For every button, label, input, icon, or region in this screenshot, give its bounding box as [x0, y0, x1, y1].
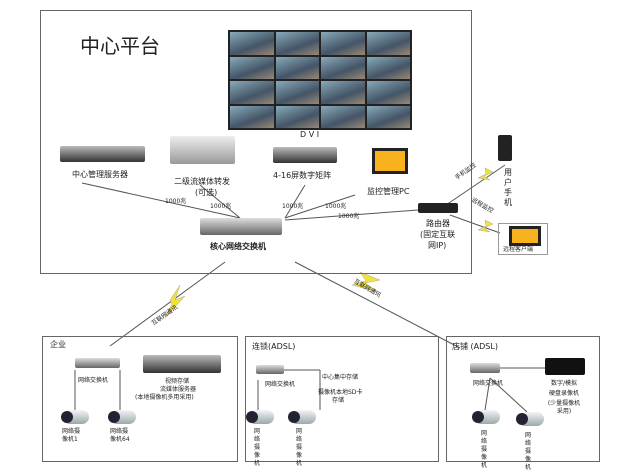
monitor-pc-label: 监控管理PC — [367, 187, 410, 196]
storage-label: 流媒体服务器 — [160, 386, 197, 393]
storage-note: 摄像机本地SD卡 — [318, 389, 363, 396]
camera-label: 网络摄 — [62, 428, 81, 435]
camera-icon — [516, 412, 544, 426]
mgmt-server-icon — [60, 146, 145, 162]
camera-label: 网络摄像机 — [480, 430, 487, 469]
camera-label: 像机64 — [110, 436, 130, 443]
storage-label: 视频存储 — [165, 378, 190, 385]
storage-server-icon — [143, 355, 221, 373]
core-switch-icon — [200, 218, 282, 235]
camera-label: 网络摄 — [110, 428, 129, 435]
switch-label: 网络交换机 — [265, 381, 296, 388]
storage-note: 中心集中存储 — [322, 374, 359, 381]
router-label: 路由器 — [426, 219, 450, 228]
switch-icon — [75, 358, 120, 368]
camera-icon — [472, 410, 500, 424]
link-label: 1000兆 — [165, 198, 187, 205]
switch-icon — [256, 365, 284, 374]
chain-box — [245, 336, 439, 462]
storage-label: (本地摄像机多用采用) — [135, 394, 194, 401]
client-label: 远程客户端 — [503, 246, 534, 253]
camera-icon — [61, 410, 89, 424]
video-wall — [228, 30, 412, 130]
router-sub: 网IP) — [428, 241, 447, 250]
link-label: 1000兆 — [210, 203, 232, 210]
stream-fwd-optional: (可选) — [195, 188, 218, 197]
store-title: 店铺 (ADSL) — [452, 342, 498, 351]
storage-note: 存储 — [332, 397, 345, 404]
core-switch-label: 核心网络交换机 — [210, 242, 266, 251]
matrix-label: 4-16屏数字矩阵 — [273, 171, 332, 180]
enterprise-title: 企业 — [50, 340, 66, 349]
stream-server-icon — [170, 136, 235, 164]
camera-label: 像机1 — [62, 436, 78, 443]
switch-label: 网络交换机 — [473, 380, 504, 387]
stream-fwd-label: 二级流媒体转发 — [174, 177, 230, 186]
dvr-icon — [545, 358, 585, 375]
pc-icon — [372, 148, 408, 174]
link-label: 1000兆 — [282, 203, 304, 210]
camera-icon — [288, 410, 316, 424]
link-label: 1000兆 — [338, 213, 360, 220]
remote-client — [498, 223, 548, 255]
link-label: 1000兆 — [325, 203, 347, 210]
chain-title: 连锁(ADSL) — [252, 342, 296, 351]
camera-label: 网络摄像机 — [295, 428, 302, 467]
phone-icon — [498, 135, 512, 161]
camera-label: 网络摄像机 — [524, 432, 531, 471]
central-title: 中心平台 — [80, 34, 160, 58]
dvi-label: D V I — [300, 130, 320, 139]
camera-label: 网络摄像机 — [253, 428, 260, 467]
switch-icon — [470, 363, 500, 373]
enterprise-box — [42, 336, 238, 462]
central-platform-box — [40, 10, 472, 274]
phone-label: 用户手机 — [504, 168, 512, 207]
router-sub: (固定互联 — [420, 230, 456, 239]
mgmt-server-label: 中心管理服务器 — [72, 170, 128, 179]
matrix-icon — [273, 147, 337, 163]
camera-icon — [246, 410, 274, 424]
dvr-label: (少量摄像机采用) — [547, 400, 581, 415]
camera-icon — [108, 410, 136, 424]
store-box — [446, 336, 600, 462]
lightning-icon — [164, 167, 494, 319]
router-icon — [418, 203, 458, 213]
dvr-label: 数字/模拟 — [551, 380, 578, 387]
dvr-label: 硬盘录像机 — [549, 390, 580, 397]
switch-label: 网络交换机 — [78, 377, 109, 384]
